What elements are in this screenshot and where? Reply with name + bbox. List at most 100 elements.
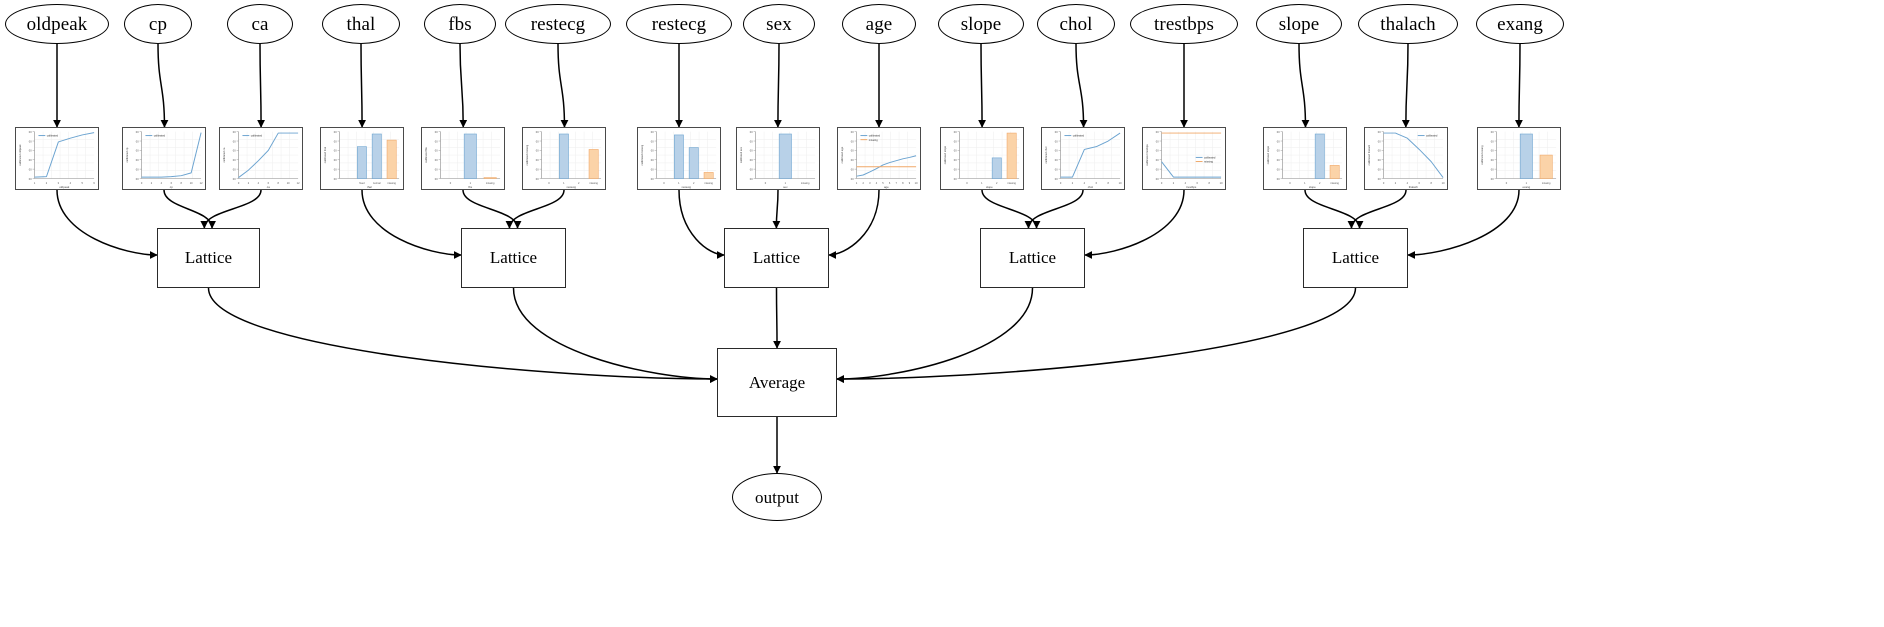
svg-text:8: 8	[1107, 182, 1109, 185]
svg-text:00: 00	[651, 159, 654, 162]
feature-node-thal[interactable]: thal	[322, 4, 400, 44]
svg-text:1: 1	[678, 182, 680, 185]
svg-text:00: 00	[1491, 131, 1494, 134]
svg-text:10: 10	[287, 182, 290, 185]
lattice-node-4[interactable]: Lattice	[980, 228, 1085, 288]
svg-text:calibrated sex: calibrated sex	[739, 146, 743, 163]
svg-text:8: 8	[902, 182, 904, 185]
svg-text:00: 00	[136, 169, 139, 172]
svg-text:normal: normal	[373, 182, 381, 185]
svg-text:00: 00	[1055, 131, 1058, 134]
feature-node-restecg1[interactable]: restecg	[505, 4, 611, 44]
edge-plot-slope-1-to-lattice-4	[981, 189, 1041, 229]
feature-node-slope1[interactable]: slope	[938, 4, 1024, 44]
feature-node-label: thalach	[1380, 13, 1436, 35]
svg-text:00: 00	[851, 140, 854, 143]
feature-node-trestbps[interactable]: trestbps	[1130, 4, 1238, 44]
svg-text:00: 00	[536, 178, 539, 181]
average-node[interactable]: Average	[717, 348, 837, 417]
svg-text:10: 10	[915, 182, 918, 185]
svg-text:00: 00	[29, 140, 32, 143]
feature-node-label: trestbps	[1154, 13, 1214, 35]
output-node[interactable]: output	[732, 473, 822, 521]
svg-text:2: 2	[248, 182, 250, 185]
edge-ca-to-plot-ca	[257, 43, 265, 128]
svg-text:6: 6	[93, 182, 95, 185]
lattice-node-1[interactable]: Lattice	[157, 228, 260, 288]
svg-text:00: 00	[750, 150, 753, 153]
svg-text:1: 1	[563, 182, 565, 185]
svg-text:calibrated ca: calibrated ca	[222, 147, 226, 162]
svg-text:6: 6	[889, 182, 891, 185]
lattice-node-label: Lattice	[184, 248, 233, 267]
svg-text:calibrated slope: calibrated slope	[943, 145, 947, 164]
output-node-label: output	[754, 487, 800, 507]
svg-text:0: 0	[1060, 182, 1062, 185]
svg-text:sex: sex	[783, 185, 788, 189]
edge-plot-oldpeak-to-lattice-1	[56, 189, 158, 259]
svg-text:00: 00	[851, 178, 854, 181]
svg-text:ca: ca	[267, 185, 270, 189]
svg-text:calibrated: calibrated	[154, 134, 166, 138]
svg-text:0: 0	[141, 182, 143, 185]
feature-node-thalach[interactable]: thalach	[1358, 4, 1458, 44]
edge-plot-age-to-lattice-3	[828, 189, 880, 259]
feature-node-ca[interactable]: ca	[227, 4, 293, 44]
svg-text:missing: missing	[1542, 182, 1551, 185]
svg-text:00: 00	[136, 178, 139, 181]
feature-node-sex[interactable]: sex	[743, 4, 815, 44]
svg-text:00: 00	[1277, 178, 1280, 181]
feature-node-restecg2[interactable]: restecg	[626, 4, 732, 44]
svg-text:00: 00	[1055, 159, 1058, 162]
svg-text:00: 00	[1156, 140, 1159, 143]
svg-text:00: 00	[334, 140, 337, 143]
edge-slope2-to-plot-slope-2	[1298, 43, 1310, 128]
svg-text:age: age	[884, 185, 889, 189]
svg-text:4: 4	[876, 182, 878, 185]
svg-text:missing: missing	[1330, 182, 1339, 185]
svg-text:00: 00	[1156, 131, 1159, 134]
lattice-node-2[interactable]: Lattice	[461, 228, 566, 288]
edge-plot-fbs-to-lattice-2	[462, 189, 522, 229]
svg-text:00: 00	[136, 150, 139, 153]
svg-text:00: 00	[233, 159, 236, 162]
feature-node-age[interactable]: age	[842, 4, 916, 44]
edge-plot-chol-to-lattice-4	[1024, 189, 1084, 229]
svg-text:00: 00	[435, 169, 438, 172]
svg-text:missing: missing	[387, 182, 396, 185]
svg-text:00: 00	[750, 131, 753, 134]
feature-node-chol[interactable]: chol	[1037, 4, 1115, 44]
svg-text:missing: missing	[1007, 182, 1016, 185]
svg-text:2: 2	[151, 182, 153, 185]
feature-node-cp[interactable]: cp	[124, 4, 192, 44]
edge-plot-sex-to-lattice-3	[772, 189, 781, 229]
svg-text:00: 00	[1378, 178, 1381, 181]
feature-node-fbs[interactable]: fbs	[424, 4, 496, 44]
feature-node-exang[interactable]: exang	[1476, 4, 1564, 44]
svg-text:00: 00	[435, 150, 438, 153]
lattice-node-3[interactable]: Lattice	[724, 228, 829, 288]
lattice-node-5[interactable]: Lattice	[1303, 228, 1408, 288]
feature-node-oldpeak[interactable]: oldpeak	[5, 4, 109, 44]
svg-text:calibrated: calibrated	[47, 134, 59, 138]
svg-text:0: 0	[1289, 182, 1291, 185]
svg-text:8: 8	[1430, 182, 1432, 185]
svg-text:10: 10	[190, 182, 193, 185]
feature-node-label: slope	[1278, 13, 1320, 35]
feature-node-slope2[interactable]: slope	[1256, 4, 1342, 44]
